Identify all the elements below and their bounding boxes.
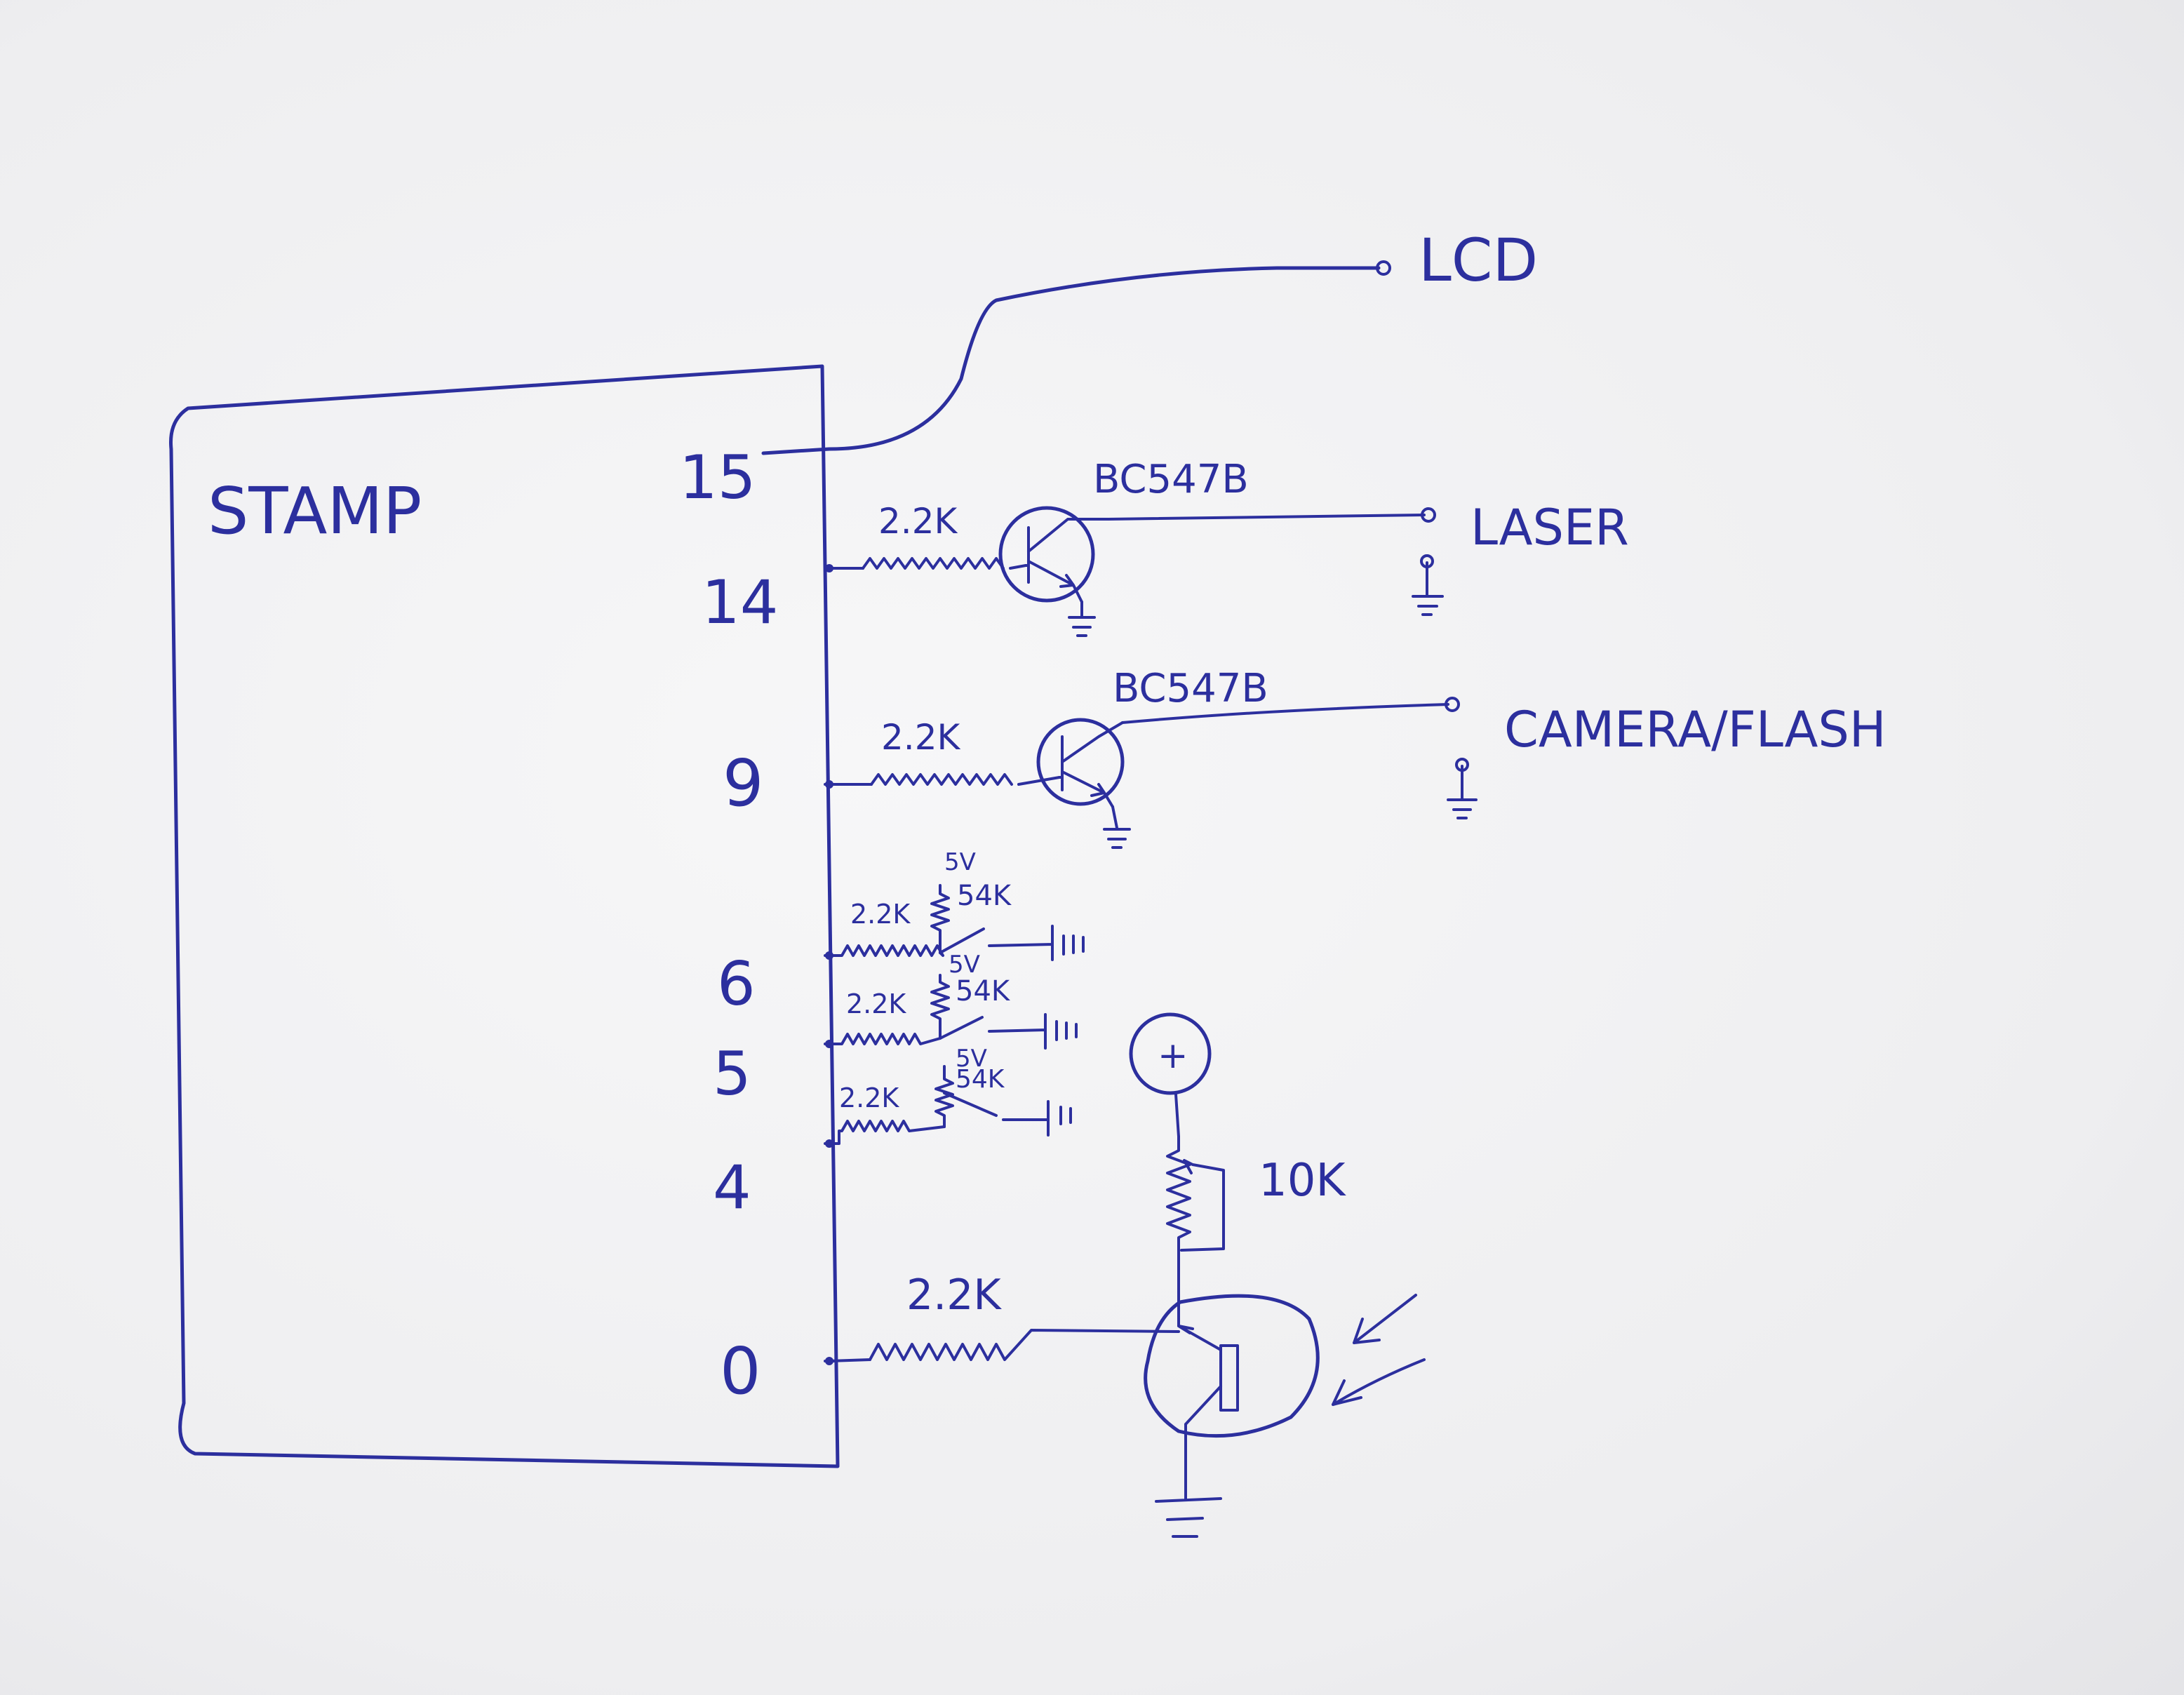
- switch5-resistor-label: 2.2K: [846, 989, 906, 1019]
- pot-label: 10K: [1259, 1155, 1346, 1207]
- supply-plus-label: +: [1158, 1035, 1188, 1077]
- switch6-pullup-value: 54K: [957, 880, 1012, 912]
- camera-ground-terminal: [1447, 765, 1478, 819]
- laser-resistor-lead: [1009, 564, 1027, 570]
- camera-ground-dot: [1455, 758, 1469, 772]
- switch6-resistor-label: 2.2K: [850, 899, 911, 930]
- pot-10k: [1166, 1135, 1191, 1297]
- stamp-box: [169, 364, 840, 1468]
- pin-14-label: 14: [702, 568, 778, 638]
- phototransistor-leads: [1177, 1294, 1239, 1489]
- switch6-resistor: [828, 944, 944, 957]
- camera-emitter-ground-icon: [1103, 805, 1131, 849]
- camera-transistor-body: [1036, 718, 1125, 806]
- pin0-resistor-label: 2.2K: [906, 1271, 1002, 1320]
- laser-collector-wire: [1107, 514, 1426, 521]
- laser-transistor-leads: [1024, 518, 1110, 603]
- supply-plus-circle: [1129, 1012, 1212, 1095]
- laser-label: LASER: [1470, 499, 1629, 556]
- camera-transistor-label: BC547B: [1113, 666, 1268, 711]
- pin-6-label: 6: [717, 949, 756, 1019]
- switch5-pullup-label: 5V: [949, 951, 980, 979]
- switch6-pullup-label: 5V: [944, 848, 976, 876]
- lcd-label: LCD: [1419, 226, 1538, 295]
- laser-terminal: [1421, 507, 1436, 523]
- switch5-pullup: [930, 974, 950, 1040]
- supply-wire: [1174, 1093, 1180, 1138]
- switch6-contact: [939, 925, 1085, 961]
- switch4-resistor: [828, 1120, 946, 1145]
- switch5-contact: [939, 1013, 1078, 1050]
- phototransistor-ground-icon: [1155, 1486, 1222, 1538]
- pin-4-label: 4: [713, 1153, 751, 1223]
- laser-transistor-label: BC547B: [1093, 457, 1249, 502]
- camera-collector-wire: [1121, 703, 1449, 724]
- pin-connection-ticks: [824, 567, 836, 1362]
- phototransistor-body: [1144, 1294, 1320, 1438]
- camera-resistor: [870, 773, 1013, 786]
- pin0-resistor: [869, 1329, 1180, 1361]
- switch4-pullup: [934, 1065, 954, 1128]
- pot-wiper: [1180, 1159, 1225, 1252]
- camera-terminal: [1445, 697, 1460, 712]
- laser-ground-terminal: [1412, 561, 1444, 616]
- laser-transistor-body: [998, 506, 1095, 603]
- switch4-pullup-value: 54K: [956, 1065, 1005, 1094]
- pin-15-label: 15: [679, 443, 756, 513]
- switch5-resistor: [828, 1033, 942, 1045]
- switch4-contact: [943, 1092, 1072, 1137]
- pin-9-label: 9: [723, 746, 764, 821]
- camera-transistor-leads: [1058, 721, 1124, 808]
- camera-resistor-lead: [1017, 776, 1061, 786]
- stamp-label: STAMP: [208, 474, 422, 549]
- switch4-resistor-label: 2.2K: [839, 1083, 899, 1113]
- camera-resistor-label: 2.2K: [881, 717, 961, 758]
- lcd-wire: [761, 266, 1381, 455]
- light-arrows-icon: [1332, 1294, 1426, 1406]
- switch5-pullup-value: 54K: [956, 975, 1011, 1007]
- lcd-terminal: [1376, 260, 1391, 276]
- switch6-pullup: [930, 884, 950, 954]
- switch4-pullup-label: 5V: [956, 1045, 987, 1073]
- laser-resistor: [862, 557, 1005, 570]
- laser-emitter-ground-icon: [1068, 601, 1096, 637]
- camera-label: CAMERA/FLASH: [1504, 701, 1886, 758]
- pin-0-label: 0: [720, 1334, 761, 1409]
- laser-ground-dot: [1420, 554, 1434, 568]
- pin-5-label: 5: [713, 1039, 751, 1109]
- laser-resistor-label: 2.2K: [878, 501, 958, 542]
